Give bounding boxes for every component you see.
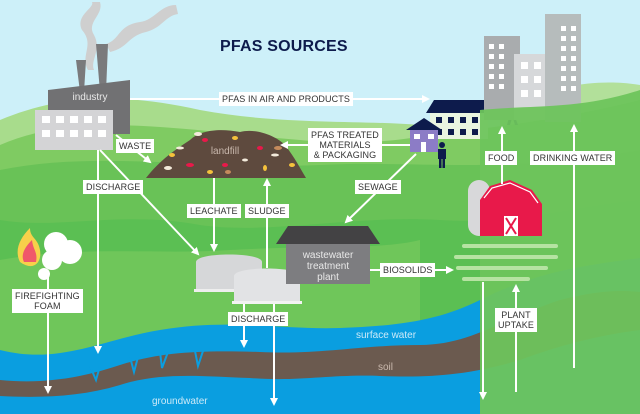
label-discharge-industry: DISCHARGE [83, 180, 144, 194]
wastewater-line-2: treatment [306, 261, 350, 272]
label-drinking-water: DRINKING WATER [530, 151, 616, 165]
page-title: PFAS SOURCES [220, 38, 348, 55]
label-leachate: LEACHATE [187, 204, 241, 218]
groundwater-label: groundwater [152, 396, 208, 407]
soil-layer [0, 290, 640, 397]
uptake-line-2: UPTAKE [498, 320, 534, 330]
small-house [406, 118, 442, 152]
fire-icon [17, 228, 41, 267]
label-firefighting-foam: FIREFIGHTING FOAM [12, 289, 83, 313]
crop-field [454, 244, 558, 281]
wastewater-line-1: wastewater [302, 250, 354, 261]
treated-line-3: & PACKAGING [313, 150, 377, 160]
wastewater-line-3: plant [317, 272, 339, 283]
label-plant-uptake: PLANT UPTAKE [495, 308, 537, 332]
foam-line-2: FOAM [34, 301, 61, 311]
foam-line-1: FIREFIGHTING [15, 291, 80, 301]
surface-water-label: surface water [356, 330, 417, 341]
landfill-label: landfill [210, 146, 240, 157]
label-sludge: SLUDGE [245, 204, 289, 218]
settling-tanks [194, 254, 302, 304]
barn [468, 180, 542, 236]
groundwater-seepage [89, 350, 204, 383]
label-discharge-plant: DISCHARGE [228, 312, 289, 326]
wastewater-plant [276, 226, 380, 284]
treated-line-1: PFAS TREATED [311, 130, 379, 140]
label-biosolids: BIOSOLIDS [380, 263, 436, 277]
treated-line-2: MATERIALS [319, 140, 371, 150]
industry-factory [35, 44, 130, 150]
label-air-products: PFAS IN AIR AND PRODUCTS [219, 92, 353, 106]
smoke-left [80, 2, 101, 70]
wastewater-plant-label: wastewater treatment plant [286, 250, 370, 283]
label-waste: WASTE [116, 139, 155, 153]
apartment-building [426, 100, 492, 139]
uptake-line-1: PLANT [501, 310, 531, 320]
label-food: FOOD [485, 151, 518, 165]
label-treated-materials: PFAS TREATED MATERIALS & PACKAGING [308, 128, 382, 162]
landfill-pile [146, 130, 306, 178]
soil-label: soil [378, 362, 394, 373]
label-sewage: SEWAGE [355, 180, 401, 194]
arrow-discharge-to-tanks [99, 149, 200, 256]
person-icon [438, 142, 446, 168]
city-hill [480, 90, 640, 414]
foam-cloud [38, 232, 82, 280]
industry-label: industry [72, 92, 108, 103]
smoke-right [106, 5, 178, 52]
